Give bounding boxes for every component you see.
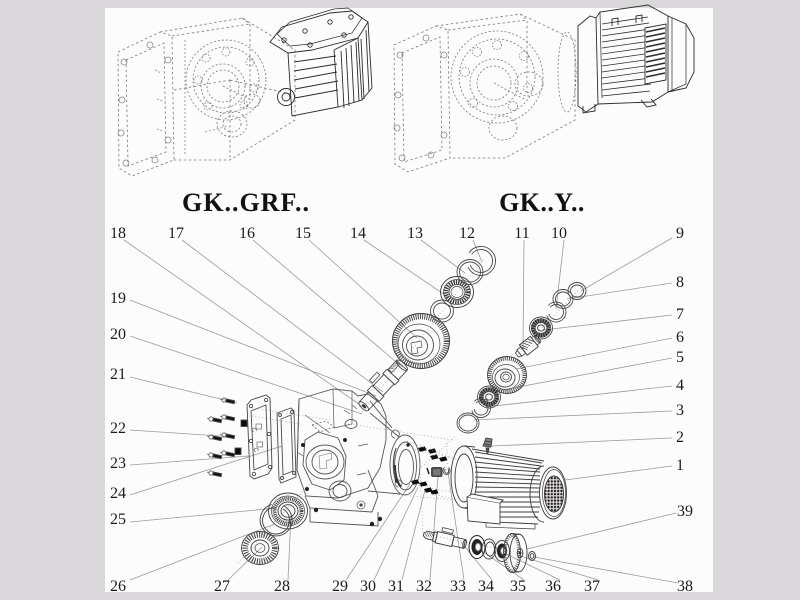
svg-text:5: 5 — [676, 349, 684, 366]
svg-text:37: 37 — [584, 578, 600, 595]
svg-text:25: 25 — [110, 511, 126, 528]
svg-text:12: 12 — [459, 225, 475, 242]
svg-text:1: 1 — [676, 457, 684, 474]
svg-text:38: 38 — [677, 578, 693, 595]
svg-text:8: 8 — [676, 274, 684, 291]
svg-text:28: 28 — [274, 578, 290, 595]
svg-text:24: 24 — [110, 485, 126, 502]
svg-text:4: 4 — [676, 377, 684, 394]
svg-text:6: 6 — [676, 329, 684, 346]
svg-text:19: 19 — [110, 290, 126, 307]
svg-text:31: 31 — [388, 578, 404, 595]
svg-text:18: 18 — [110, 225, 126, 242]
svg-text:34: 34 — [478, 578, 494, 595]
svg-text:16: 16 — [239, 225, 255, 242]
svg-text:22: 22 — [110, 420, 126, 437]
svg-text:33: 33 — [450, 578, 466, 595]
svg-text:32: 32 — [416, 578, 432, 595]
svg-text:20: 20 — [110, 326, 126, 343]
svg-text:2: 2 — [676, 429, 684, 446]
svg-text:36: 36 — [545, 578, 561, 595]
svg-text:13: 13 — [407, 225, 423, 242]
svg-text:30: 30 — [360, 578, 376, 595]
svg-text:9: 9 — [676, 225, 684, 242]
svg-text:23: 23 — [110, 455, 126, 472]
svg-text:GK..Y..: GK..Y.. — [499, 188, 585, 217]
svg-text:GK..GRF..: GK..GRF.. — [182, 188, 310, 217]
svg-text:35: 35 — [510, 578, 526, 595]
svg-text:7: 7 — [676, 306, 684, 323]
svg-text:3: 3 — [676, 402, 684, 419]
svg-text:21: 21 — [110, 366, 126, 383]
svg-text:15: 15 — [295, 225, 311, 242]
svg-text:17: 17 — [168, 225, 184, 242]
svg-text:11: 11 — [514, 225, 529, 242]
svg-text:39: 39 — [677, 503, 693, 520]
svg-text:27: 27 — [214, 578, 230, 595]
svg-text:26: 26 — [110, 578, 126, 595]
svg-text:29: 29 — [332, 578, 348, 595]
svg-text:14: 14 — [350, 225, 366, 242]
svg-text:10: 10 — [551, 225, 567, 242]
